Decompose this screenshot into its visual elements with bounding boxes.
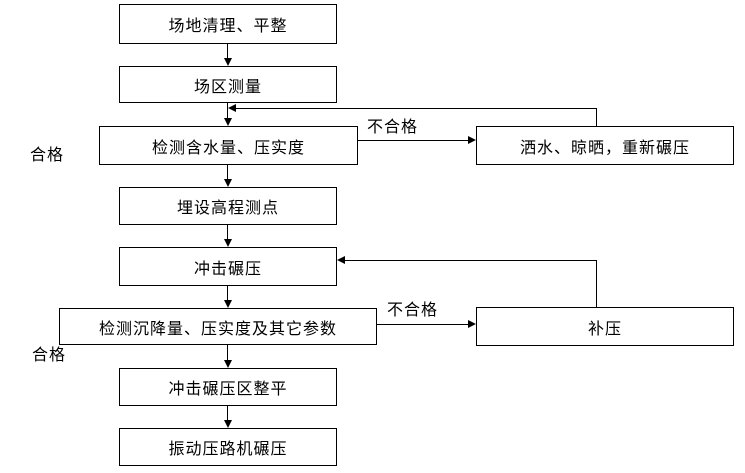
arrowhead-down-6 <box>224 360 232 368</box>
connector-5-6 <box>227 286 228 301</box>
edge-label-qualified-2: 合格 <box>32 347 67 364</box>
flow-box-bury-elevation-points: 埋设高程测点 <box>119 187 337 225</box>
connector-4-5 <box>227 225 228 240</box>
edge-label-qualified-1: 合格 <box>30 147 65 164</box>
arrowhead-down-2 <box>224 118 232 126</box>
connector-1-2 <box>227 44 228 60</box>
feedback-2-horizontal <box>345 260 597 261</box>
edge-label-unqualified-1: 不合格 <box>367 119 419 136</box>
flow-box-supplementary-rolling: 补压 <box>476 307 734 346</box>
connector-2-3 <box>227 103 228 119</box>
edge-unqualified-2 <box>377 324 468 325</box>
flow-box-water-dry-reroll: 洒水、晾晒，重新碾压 <box>476 126 734 165</box>
flow-box-impact-rolling: 冲击碾压 <box>119 247 337 286</box>
connector-6-7 <box>227 345 228 361</box>
connector-3-4 <box>227 165 228 180</box>
flow-box-test-settlement-params: 检测沉降量、压实度及其它参数 <box>59 308 377 345</box>
arrowhead-left-2 <box>337 256 345 264</box>
feedback-2-vertical <box>596 260 597 307</box>
connector-7-8 <box>227 406 228 421</box>
arrowhead-right-2 <box>468 320 476 328</box>
edge-unqualified-1 <box>358 140 468 141</box>
arrowhead-down-1 <box>224 58 232 66</box>
flow-box-impact-area-leveling: 冲击碾压区整平 <box>119 368 337 406</box>
arrowhead-down-3 <box>224 179 232 187</box>
flow-box-vibratory-roller-rolling: 振动压路机碾压 <box>119 428 337 466</box>
feedback-1-horizontal <box>236 108 597 109</box>
arrowhead-right-1 <box>468 136 476 144</box>
arrowhead-down-5 <box>224 300 232 308</box>
arrowhead-down-7 <box>224 420 232 428</box>
flow-box-site-survey: 场区测量 <box>119 66 337 103</box>
flow-box-test-moisture-compaction: 检测含水量、压实度 <box>99 126 358 165</box>
edge-label-unqualified-2: 不合格 <box>387 302 439 319</box>
feedback-1-vertical <box>596 108 597 126</box>
arrowhead-down-4 <box>224 239 232 247</box>
arrowhead-left-1 <box>228 104 236 112</box>
flow-box-site-clearing: 场地清理、平整 <box>119 4 337 44</box>
